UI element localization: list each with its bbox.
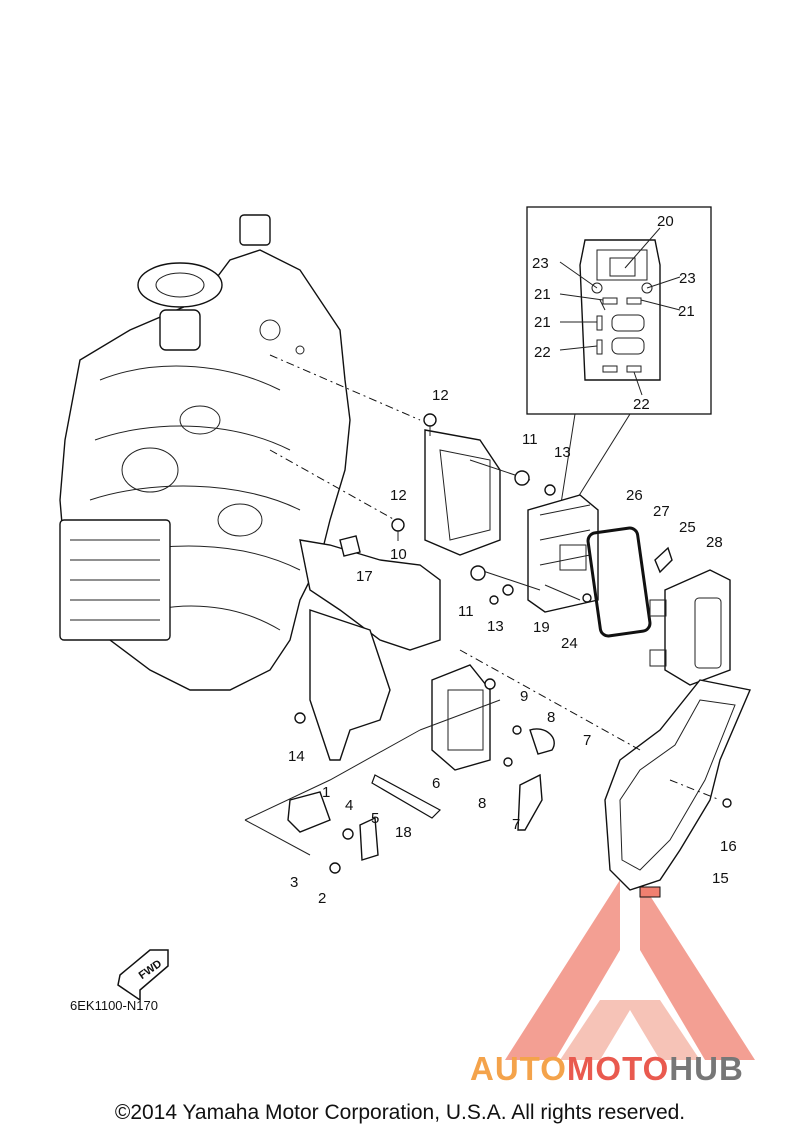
watermark-hub: HUB <box>669 1050 744 1087</box>
callout-17: 17 <box>356 568 373 585</box>
copyright-notice: ©2014 Yamaha Motor Corporation, U.S.A. A… <box>114 1101 686 1124</box>
callout-25: 25 <box>679 519 696 536</box>
callout-9: 9 <box>520 688 528 705</box>
callout-27: 27 <box>653 503 670 520</box>
callout-labels: 1 2 3 4 5 6 7 7 8 8 9 10 11 11 12 12 13 … <box>288 213 737 907</box>
inset-detail-box <box>526 206 712 511</box>
callout-5: 5 <box>371 810 379 827</box>
fasteners <box>294 413 732 874</box>
callout-12a: 12 <box>432 387 449 404</box>
callout-21b: 21 <box>678 303 695 320</box>
rectifier-regulator <box>527 494 599 613</box>
bracket-assembly <box>299 429 501 761</box>
watermark-moto: MOTO <box>566 1050 670 1087</box>
watermark-text: AUTOMOTOHUB <box>470 1050 744 1088</box>
callout-13b: 13 <box>487 618 504 635</box>
callout-3: 3 <box>290 874 298 891</box>
callout-22b: 22 <box>633 396 650 413</box>
callout-21a: 21 <box>534 286 551 303</box>
side-cover <box>604 679 751 898</box>
callout-24: 24 <box>561 635 578 652</box>
callout-11a: 11 <box>522 431 538 448</box>
fwd-arrow: FWD <box>117 949 169 1002</box>
callout-1: 1 <box>322 784 330 801</box>
callout-19: 19 <box>533 619 550 636</box>
callout-8b: 8 <box>478 795 486 812</box>
callout-28: 28 <box>706 534 723 551</box>
callout-20: 20 <box>657 213 674 230</box>
callout-7b: 7 <box>512 816 520 833</box>
callout-15: 15 <box>712 870 729 887</box>
part-code: 6EK1100-N170 <box>70 998 158 1013</box>
ecu-cover <box>649 569 731 686</box>
starter-relay <box>244 729 421 861</box>
callout-4: 4 <box>345 797 353 814</box>
callout-6: 6 <box>432 775 440 792</box>
watermark-auto: AUTO <box>470 1050 567 1087</box>
ignition-coil <box>431 664 555 831</box>
callout-23a: 23 <box>532 255 549 272</box>
callout-11b: 11 <box>458 603 474 620</box>
callout-8a: 8 <box>547 709 555 726</box>
callout-12b: 12 <box>390 487 407 504</box>
callout-10: 10 <box>390 546 407 563</box>
gasket <box>586 526 652 638</box>
callout-7a: 7 <box>583 732 591 749</box>
callout-2: 2 <box>318 890 326 907</box>
callout-16: 16 <box>720 838 737 855</box>
callout-14: 14 <box>288 748 305 765</box>
callout-22a: 22 <box>534 344 551 361</box>
callout-23b: 23 <box>679 270 696 287</box>
callout-13a: 13 <box>554 444 571 461</box>
watermark-logo <box>505 880 755 1060</box>
engine-block <box>59 214 351 691</box>
callout-26: 26 <box>626 487 643 504</box>
callout-18: 18 <box>395 824 412 841</box>
callout-21c: 21 <box>534 314 551 331</box>
cable-tie <box>371 774 441 819</box>
